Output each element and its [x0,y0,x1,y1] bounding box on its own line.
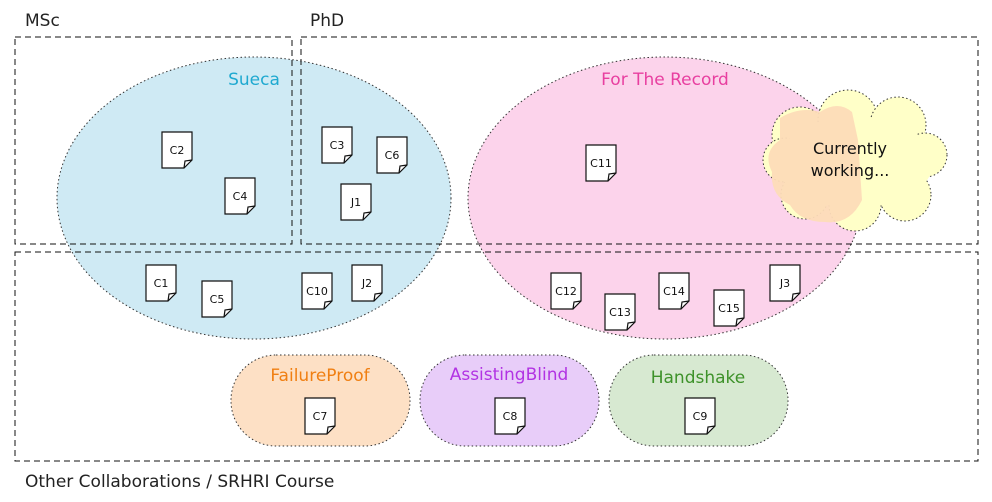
svg-text:C5: C5 [210,293,225,306]
document-c1[interactable]: C1 [145,264,177,302]
svg-text:C13: C13 [609,306,631,319]
document-c6[interactable]: C6 [376,136,408,174]
currently-working-cloud [762,89,948,232]
document-c8[interactable]: C8 [494,397,526,435]
document-c14[interactable]: C14 [658,272,690,310]
svg-text:C15: C15 [718,302,740,315]
svg-text:C2: C2 [170,144,185,157]
document-c15[interactable]: C15 [713,289,745,327]
svg-text:C14: C14 [663,285,685,298]
document-c9[interactable]: C9 [684,397,716,435]
document-j2[interactable]: J2 [351,264,383,302]
document-c11[interactable]: C11 [585,144,617,182]
document-j3[interactable]: J3 [769,264,801,302]
svg-text:C9: C9 [693,410,708,423]
document-c3[interactable]: C3 [321,126,353,164]
svg-text:J2: J2 [361,277,372,290]
handshake-label: Handshake [651,368,746,388]
failure-proof-label: FailureProof [270,366,370,386]
document-c10[interactable]: C10 [301,272,333,310]
document-c13[interactable]: C13 [604,293,636,331]
document-j1[interactable]: J1 [340,183,372,221]
other-collaborations-region [14,251,979,462]
svg-text:J1: J1 [350,196,361,209]
phd-label: PhD [310,11,344,31]
sueca-label: Sueca [228,70,280,90]
cloud-label-line2: working... [811,161,890,180]
svg-text:C1: C1 [154,277,169,290]
svg-text:C4: C4 [233,190,248,203]
msc-label: MSc [25,11,60,31]
document-c2[interactable]: C2 [161,131,193,169]
document-c7[interactable]: C7 [304,397,336,435]
assisting-blind-label: AssistingBlind [450,365,569,385]
for-the-record-label: For The Record [601,70,729,90]
document-c12[interactable]: C12 [550,272,582,310]
document-c5[interactable]: C5 [201,280,233,318]
phd-region [300,36,979,245]
svg-text:J3: J3 [779,277,790,290]
svg-text:C3: C3 [330,139,345,152]
svg-text:C6: C6 [385,149,400,162]
svg-text:C11: C11 [590,157,612,170]
svg-text:C7: C7 [313,410,328,423]
msc-region [14,36,293,245]
svg-text:C10: C10 [306,285,328,298]
svg-text:C12: C12 [555,285,577,298]
other-collaborations-label: Other Collaborations / SRHRI Course [25,472,334,492]
document-c4[interactable]: C4 [224,177,256,215]
cloud-label-line1: Currently [813,139,887,158]
svg-text:C8: C8 [503,410,518,423]
